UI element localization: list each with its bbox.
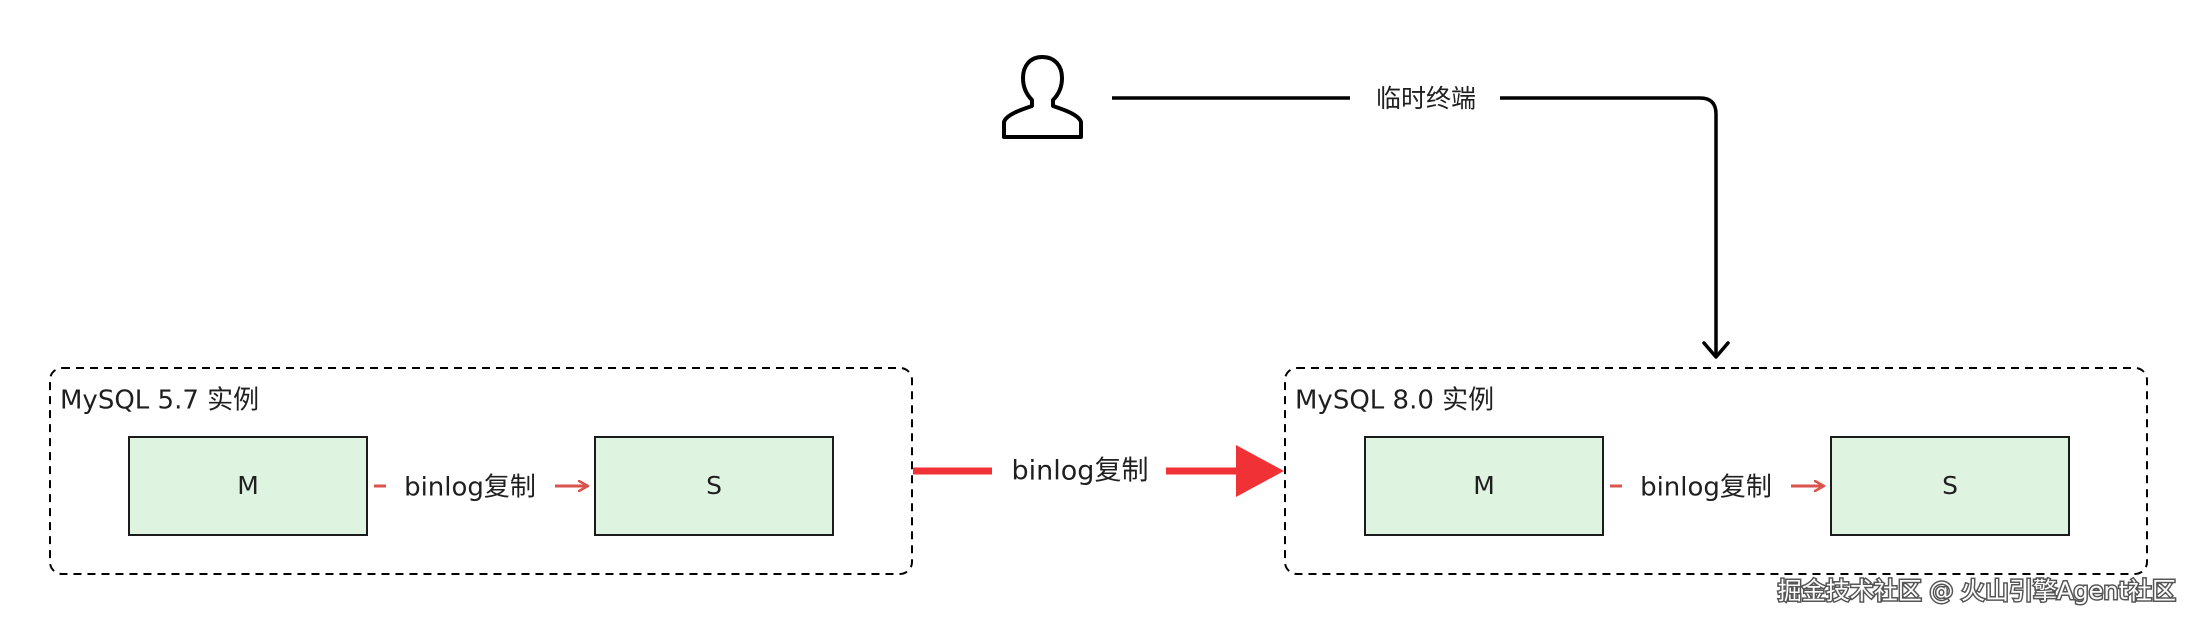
instance-left-frame	[49, 367, 913, 575]
terminal-connector-line	[1112, 96, 1718, 355]
instance-right-slave-label: S	[1942, 471, 1958, 500]
terminal-arrowhead	[1702, 341, 1730, 359]
instance-right: MySQL 8.0 实例 M binlog复制 S	[1284, 367, 2148, 575]
instance-right-replication-label: binlog复制	[1640, 473, 1772, 503]
watermark-text: 掘金技术社区 @ 火山引擎Agent社区	[1778, 577, 2176, 605]
instance-left-master-node[interactable]	[128, 436, 368, 536]
cross-replication-label: binlog复制	[1012, 456, 1149, 487]
terminal-label: 临时终端	[1376, 84, 1476, 113]
instance-right-slave-node[interactable]	[1830, 436, 2070, 536]
instance-right-title: MySQL 8.0 实例	[1295, 386, 1494, 416]
user-icon	[1002, 55, 1083, 139]
instance-right-frame	[1284, 367, 2148, 575]
instance-right-master-label: M	[1473, 471, 1495, 500]
instance-left-slave-label: S	[706, 471, 722, 500]
instance-left-title: MySQL 5.7 实例	[60, 386, 259, 416]
cross-replication-arrowhead	[1236, 445, 1284, 497]
instance-left-slave-node[interactable]	[594, 436, 834, 536]
instance-left: MySQL 5.7 实例 M binlog复制 S	[49, 367, 913, 575]
instance-right-master-node[interactable]	[1364, 436, 1604, 536]
instance-left-master-label: M	[237, 471, 259, 500]
instance-left-replication-label: binlog复制	[404, 473, 536, 503]
